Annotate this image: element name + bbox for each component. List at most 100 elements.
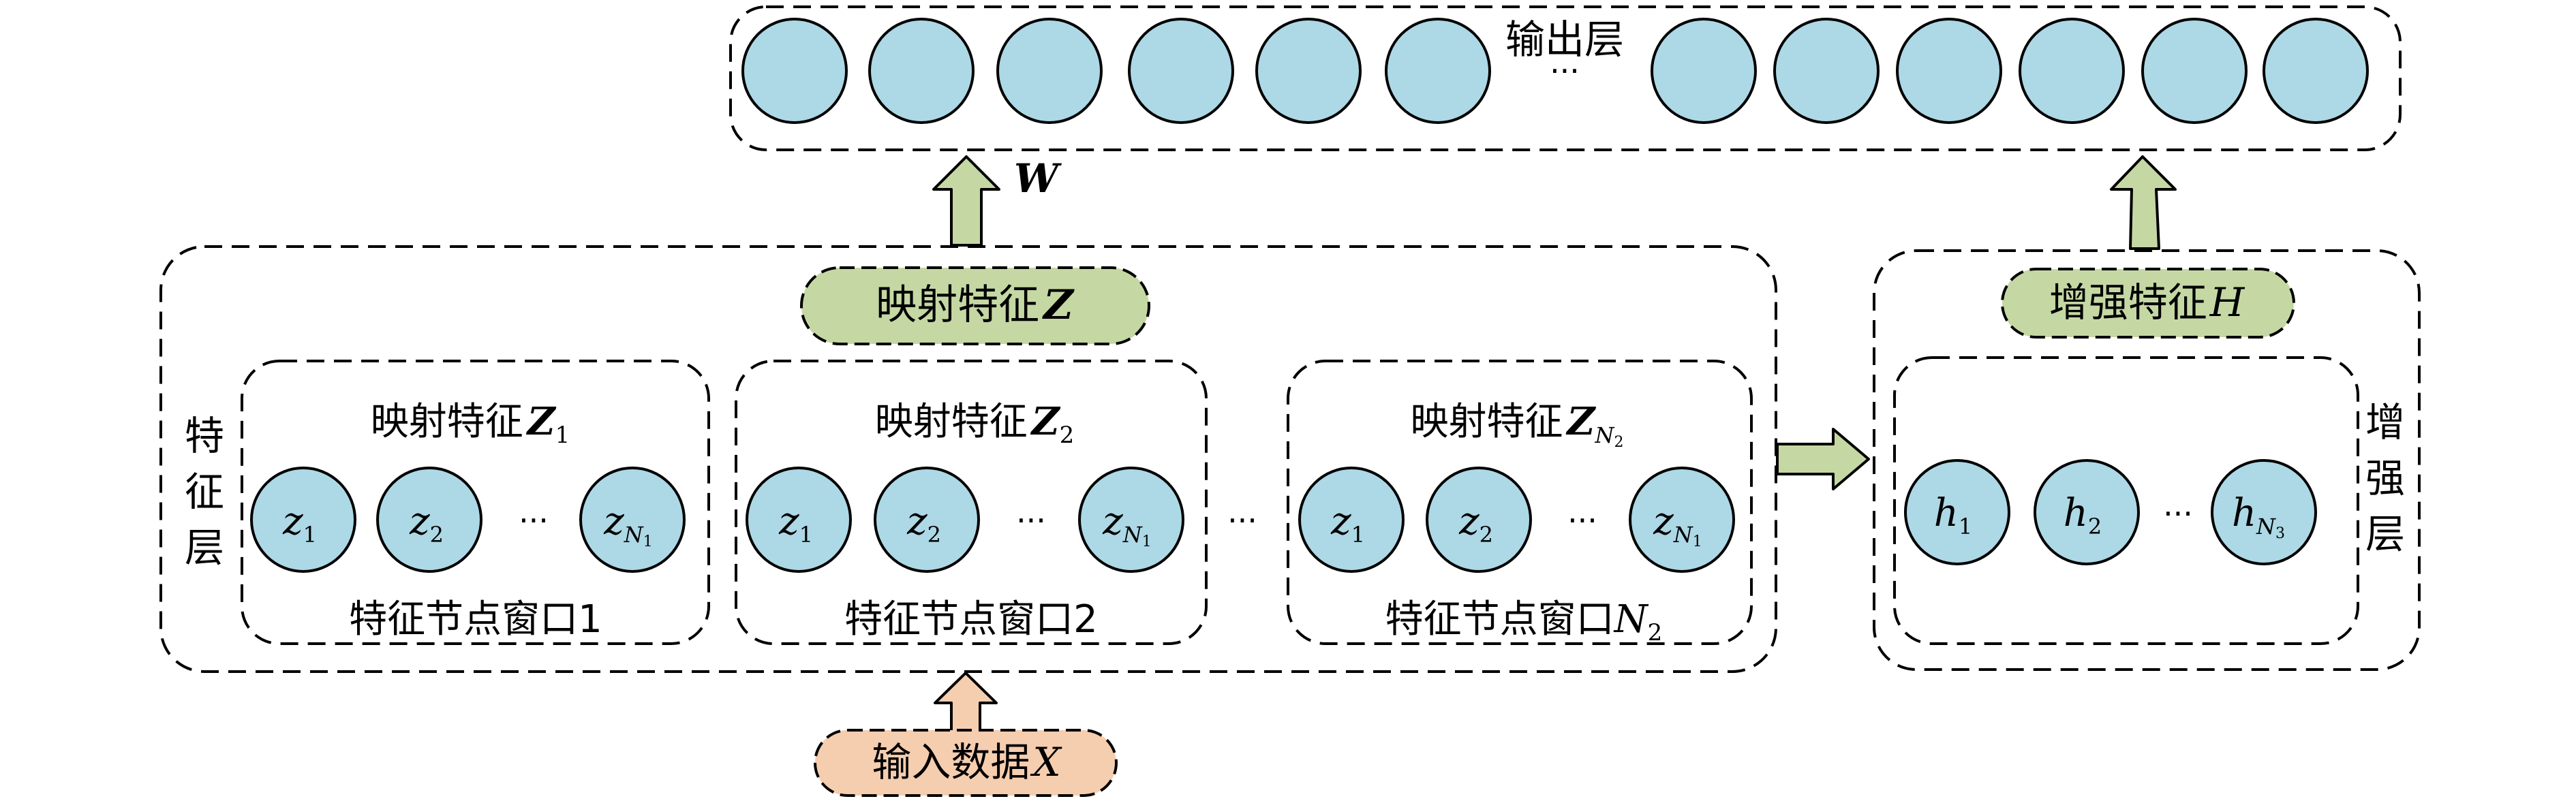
enhancement-layer-label: 增 强 层 — [2365, 399, 2405, 557]
feature-layer-frame — [159, 245, 1777, 673]
window-title-text: 映射特征 — [875, 400, 1028, 444]
node-var: h — [1934, 491, 1959, 535]
enhanced-feature-var: H — [2209, 279, 2245, 326]
node-sub: 2 — [927, 522, 941, 548]
node-sub: 2 — [2088, 514, 2102, 539]
window-ellipsis: ··· — [1016, 502, 1046, 539]
window-caption-text: 特征节点窗口 — [1385, 597, 1614, 642]
weight-label: W — [1014, 155, 1062, 202]
enhanced-feature-label: 增强特征H — [2049, 279, 2245, 326]
arrow-right-to-enhancement — [1776, 428, 1870, 490]
window-ellipsis: ··· — [1567, 502, 1597, 539]
node-var: z — [1653, 499, 1674, 544]
node-subsub: 1 — [643, 533, 653, 550]
enhancement-window-frame — [1893, 356, 2359, 645]
window-caption: 特征节点窗口1 — [349, 597, 602, 642]
input-data-label: 输入数据X — [872, 739, 1062, 785]
output-node — [2141, 18, 2248, 124]
window-caption: 特征节点窗口N2 — [1385, 597, 1663, 646]
node-subsub: 3 — [2275, 525, 2285, 542]
output-layer-frame — [729, 5, 2402, 151]
node-sub: 1 — [799, 522, 813, 548]
feature-layer-label-line: 层 — [185, 524, 224, 571]
feature-node — [250, 467, 356, 573]
node-label: zN1 — [603, 499, 653, 550]
node-var: z — [778, 499, 799, 544]
window-title-sub: 1 — [555, 422, 570, 449]
enhancement-ellipsis: ··· — [2163, 495, 2193, 532]
enhancement-layer-frame — [1873, 249, 2421, 671]
feature-layer-label-line: 特 — [185, 413, 224, 459]
window-title-var: Z — [1030, 399, 1061, 444]
node-var: z — [282, 499, 303, 544]
window-caption-text: 特征节点窗口2 — [844, 597, 1098, 642]
node-sub: N — [1673, 522, 1693, 548]
node-label: z1 — [1330, 499, 1365, 548]
mapped-feature-var: Z — [1042, 281, 1075, 329]
input-data-var: X — [1030, 739, 1062, 785]
enhanced-feature-pill — [2001, 268, 2295, 339]
window-title-var: Z — [1566, 399, 1597, 444]
node-var: z — [1458, 499, 1479, 544]
node-label: z1 — [282, 499, 317, 548]
feature-node — [1298, 467, 1405, 573]
window-title-text: 映射特征 — [371, 400, 523, 444]
between-windows-ellipsis: ··· — [1227, 502, 1257, 539]
enhancement-node-label: h1 — [1934, 491, 1972, 539]
output-node — [2019, 18, 2125, 124]
window-frame — [241, 360, 710, 645]
arrow-up-enhancement — [2110, 155, 2177, 250]
output-node — [1896, 18, 2002, 124]
enhancement-node — [2211, 459, 2317, 565]
node-var: z — [603, 499, 624, 544]
feature-layer-label: 特 征 层 — [185, 413, 224, 571]
output-node — [1385, 18, 1491, 124]
output-layer-label: 输出层 — [1505, 16, 1624, 63]
output-nodes — [741, 18, 2369, 124]
window-frame — [1287, 360, 1753, 645]
window-ellipsis: ··· — [519, 502, 549, 539]
node-var: z — [409, 499, 430, 544]
feature-layer-label-line: 征 — [185, 469, 224, 515]
window-frame — [735, 360, 1208, 645]
enhancement-node-label: hN3 — [2232, 491, 2285, 542]
enhancement-node — [1904, 459, 2010, 565]
enhanced-feature-text: 增强特征 — [2049, 279, 2207, 326]
enhancement-layer-label-line: 增 — [2365, 399, 2405, 445]
node-subsub: 1 — [1693, 533, 1702, 550]
node-subsub: 1 — [1142, 533, 1152, 550]
node-label: z2 — [906, 499, 941, 548]
enhancement-layer-label-line: 层 — [2365, 511, 2405, 557]
node-var: h — [2232, 491, 2256, 535]
window-caption: 特征节点窗口2 — [844, 597, 1098, 642]
node-var: z — [1330, 499, 1351, 544]
output-node — [868, 18, 975, 124]
node-var: z — [906, 499, 927, 544]
node-label: z1 — [778, 499, 813, 548]
output-node — [2263, 18, 2369, 124]
node-label: zN1 — [1653, 499, 1702, 550]
node-sub: N — [1122, 522, 1143, 548]
feature-node — [1078, 467, 1184, 573]
node-var: z — [1102, 499, 1123, 544]
window-title-var: Z — [526, 399, 557, 444]
node-var: h — [2064, 491, 2088, 535]
output-node — [996, 18, 1103, 124]
enhancement-layer-label-line: 强 — [2365, 455, 2405, 501]
feature-node — [376, 467, 482, 573]
output-node — [741, 18, 848, 124]
window-caption-sub: 2 — [1648, 619, 1663, 646]
window-title-sub: 2 — [1060, 422, 1075, 449]
feature-node — [874, 467, 980, 573]
node-sub: 1 — [303, 522, 317, 548]
arrow-up-from-input — [934, 672, 998, 734]
window-title-text: 映射特征 — [1411, 400, 1563, 444]
node-label: z2 — [1458, 499, 1493, 548]
node-sub: N — [624, 522, 644, 548]
feature-node — [1426, 467, 1532, 573]
output-node — [1773, 18, 1880, 124]
